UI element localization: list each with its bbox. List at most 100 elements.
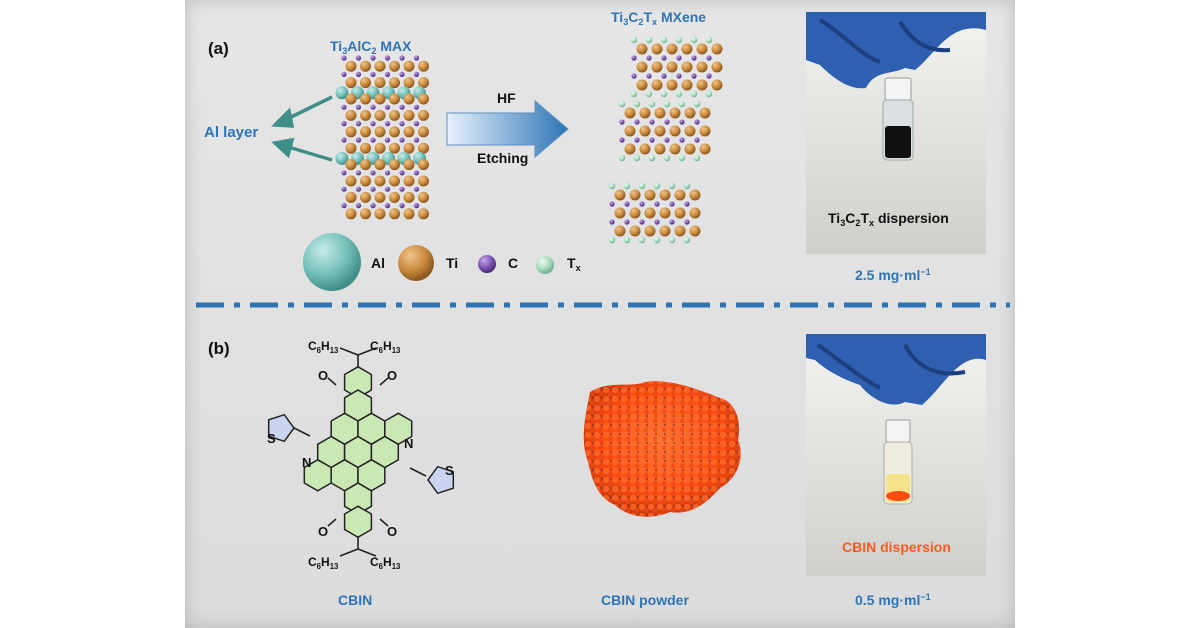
carbonyl-bond xyxy=(379,518,389,527)
oxygen-bottom-left: O xyxy=(318,524,329,539)
legend-tx: Tx xyxy=(567,255,581,273)
ti-atom xyxy=(614,189,626,201)
c-atom xyxy=(609,201,615,207)
c-atom xyxy=(370,186,376,192)
ti-atom xyxy=(418,208,429,220)
ti-atom xyxy=(403,208,415,220)
ti-atom xyxy=(389,208,400,220)
c-atom xyxy=(619,137,625,143)
ti-atom xyxy=(699,125,711,137)
tx-atom xyxy=(618,154,626,162)
c-atom xyxy=(694,137,700,143)
ti-atom xyxy=(639,125,651,137)
c-atom xyxy=(676,55,682,61)
ti-atom xyxy=(699,143,711,155)
c-atom xyxy=(413,121,420,127)
cbin-powder xyxy=(583,381,741,517)
ti-legend-sphere xyxy=(398,245,434,281)
c-atom xyxy=(413,186,420,192)
ti-atom xyxy=(639,143,651,155)
mxene-photo-caption: Ti3C2Tx dispersion xyxy=(828,210,949,228)
c-atom xyxy=(384,71,391,77)
panel-a-label: (a) xyxy=(208,39,229,58)
c-atom xyxy=(649,119,655,125)
ti-atom xyxy=(374,109,386,121)
tx-atom xyxy=(653,236,661,244)
ti-atom xyxy=(403,60,415,72)
ti-atom xyxy=(696,43,708,55)
tx-atom xyxy=(705,36,713,44)
c-atom xyxy=(661,73,667,79)
ti-atom xyxy=(418,126,429,138)
ti-atom xyxy=(614,207,626,219)
c-atom xyxy=(694,119,700,125)
al-atom xyxy=(335,86,349,100)
ti-atom xyxy=(681,61,693,73)
c-atom xyxy=(413,104,420,110)
ti-atom xyxy=(684,143,696,155)
ti-atom xyxy=(403,191,415,203)
ti-atom xyxy=(360,109,371,121)
ti-atom xyxy=(360,191,371,203)
oxygen-top-right: O xyxy=(387,368,398,383)
c-atom xyxy=(341,104,347,110)
c-atom xyxy=(399,170,405,176)
c-atom xyxy=(654,219,660,225)
ti-atom xyxy=(374,159,386,171)
tx-atom xyxy=(623,236,631,244)
ti-atom xyxy=(711,43,723,55)
c-atom xyxy=(649,137,655,143)
tx-atom xyxy=(678,154,686,162)
ti-atom xyxy=(389,93,400,105)
c-atom xyxy=(684,219,690,225)
ti-atom xyxy=(684,107,696,119)
ti-atom xyxy=(669,143,681,155)
al-layer-arrows xyxy=(271,95,333,162)
c-atom xyxy=(384,137,391,143)
ti-atom xyxy=(345,159,357,171)
ti-atom xyxy=(403,93,415,105)
ti-atom xyxy=(345,109,357,121)
c-atom xyxy=(706,55,712,61)
c-atom xyxy=(399,186,405,192)
tx-atom xyxy=(668,182,676,190)
c-atom xyxy=(679,137,685,143)
c-atom xyxy=(341,186,347,192)
thiophene-bond xyxy=(409,467,427,477)
ti-atom xyxy=(689,189,701,201)
ti-atom xyxy=(389,126,400,138)
ti-atom xyxy=(418,159,429,171)
thiophene-ring-right xyxy=(427,465,455,495)
ti-atom xyxy=(654,125,666,137)
carbonyl-bond xyxy=(327,518,337,527)
ti-atom xyxy=(389,175,400,187)
ti-atom xyxy=(666,79,678,91)
tx-atom xyxy=(645,36,653,44)
c-atom xyxy=(384,55,391,61)
tx-atom xyxy=(648,100,656,108)
c-atom xyxy=(355,137,362,143)
c-atom xyxy=(399,71,405,77)
c-atom xyxy=(399,121,405,127)
tx-atom xyxy=(668,236,676,244)
ti-atom xyxy=(666,43,678,55)
ti-atom xyxy=(629,225,641,237)
ti-atom xyxy=(711,79,723,91)
thiophene-bond xyxy=(293,427,311,437)
c-atom xyxy=(624,201,630,207)
ti-atom xyxy=(360,77,371,89)
ti-atom xyxy=(669,125,681,137)
ti-atom xyxy=(636,43,648,55)
c-atom xyxy=(341,170,347,176)
c-atom xyxy=(341,55,347,61)
c-atom xyxy=(684,201,690,207)
c-atom xyxy=(370,170,376,176)
c-atom xyxy=(355,104,362,110)
ti-atom xyxy=(345,126,357,138)
cbin-molecule xyxy=(267,347,455,557)
c-atom xyxy=(355,121,362,127)
ti-atom xyxy=(360,208,371,220)
tx-atom xyxy=(633,100,641,108)
max-phase-structure xyxy=(335,55,429,220)
ti-atom xyxy=(345,191,357,203)
